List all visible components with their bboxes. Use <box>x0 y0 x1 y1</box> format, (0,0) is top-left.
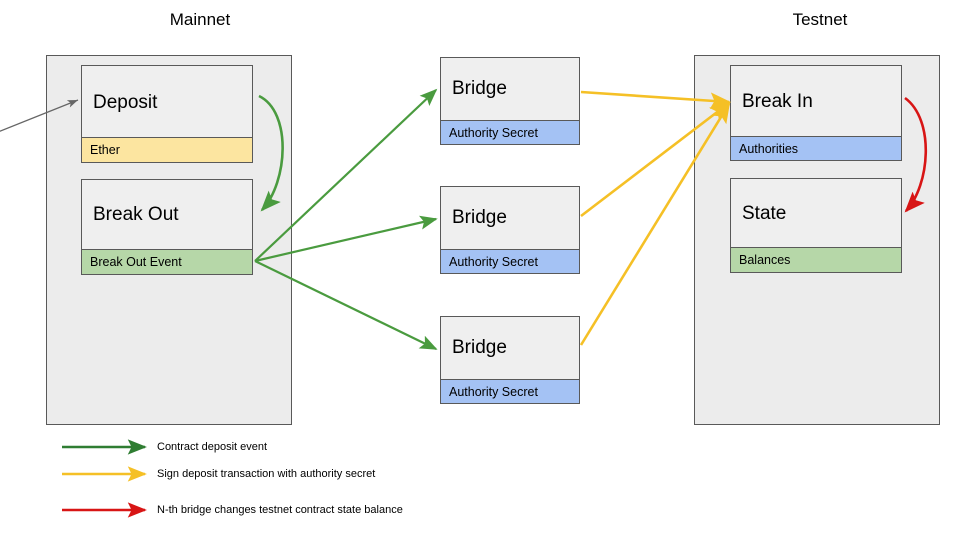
mainnet-title: Mainnet <box>169 10 231 29</box>
node-break-in-band-authorities: Authorities <box>731 136 901 160</box>
testnet-title: Testnet <box>792 10 848 29</box>
node-bridge-3-title: Bridge <box>452 337 507 358</box>
node-bridge-1-title: Bridge <box>452 78 507 99</box>
node-bridge-3[interactable]: Bridge Authority Secret <box>440 316 580 404</box>
node-break-in-title: Break In <box>742 91 813 112</box>
legend-label-nth-bridge-state-balance: N-th bridge changes testnet contract sta… <box>157 504 403 516</box>
node-break-out-band-event: Break Out Event <box>82 249 252 274</box>
node-deposit-band-ether: Ether <box>82 137 252 162</box>
legend-label-contract-deposit-event: Contract deposit event <box>157 441 268 453</box>
node-bridge-1[interactable]: Bridge Authority Secret <box>440 57 580 145</box>
node-state[interactable]: State Balances <box>730 178 902 273</box>
node-deposit[interactable]: Deposit Ether <box>81 65 253 163</box>
node-bridge-2[interactable]: Bridge Authority Secret <box>440 186 580 274</box>
node-bridge-3-band-authority-secret: Authority Secret <box>441 379 579 403</box>
node-break-in[interactable]: Break In Authorities <box>730 65 902 161</box>
node-state-title: State <box>742 203 787 224</box>
node-bridge-1-band-authority-secret: Authority Secret <box>441 120 579 144</box>
node-break-out-title: Break Out <box>93 204 179 225</box>
node-bridge-2-band-authority-secret: Authority Secret <box>441 249 579 273</box>
node-deposit-title: Deposit <box>93 92 158 113</box>
node-state-band-balances: Balances <box>731 247 901 272</box>
node-bridge-2-title: Bridge <box>452 207 507 228</box>
node-break-out[interactable]: Break Out Break Out Event <box>81 179 253 275</box>
legend-label-sign-deposit-transaction: Sign deposit transaction with authority … <box>157 468 376 480</box>
